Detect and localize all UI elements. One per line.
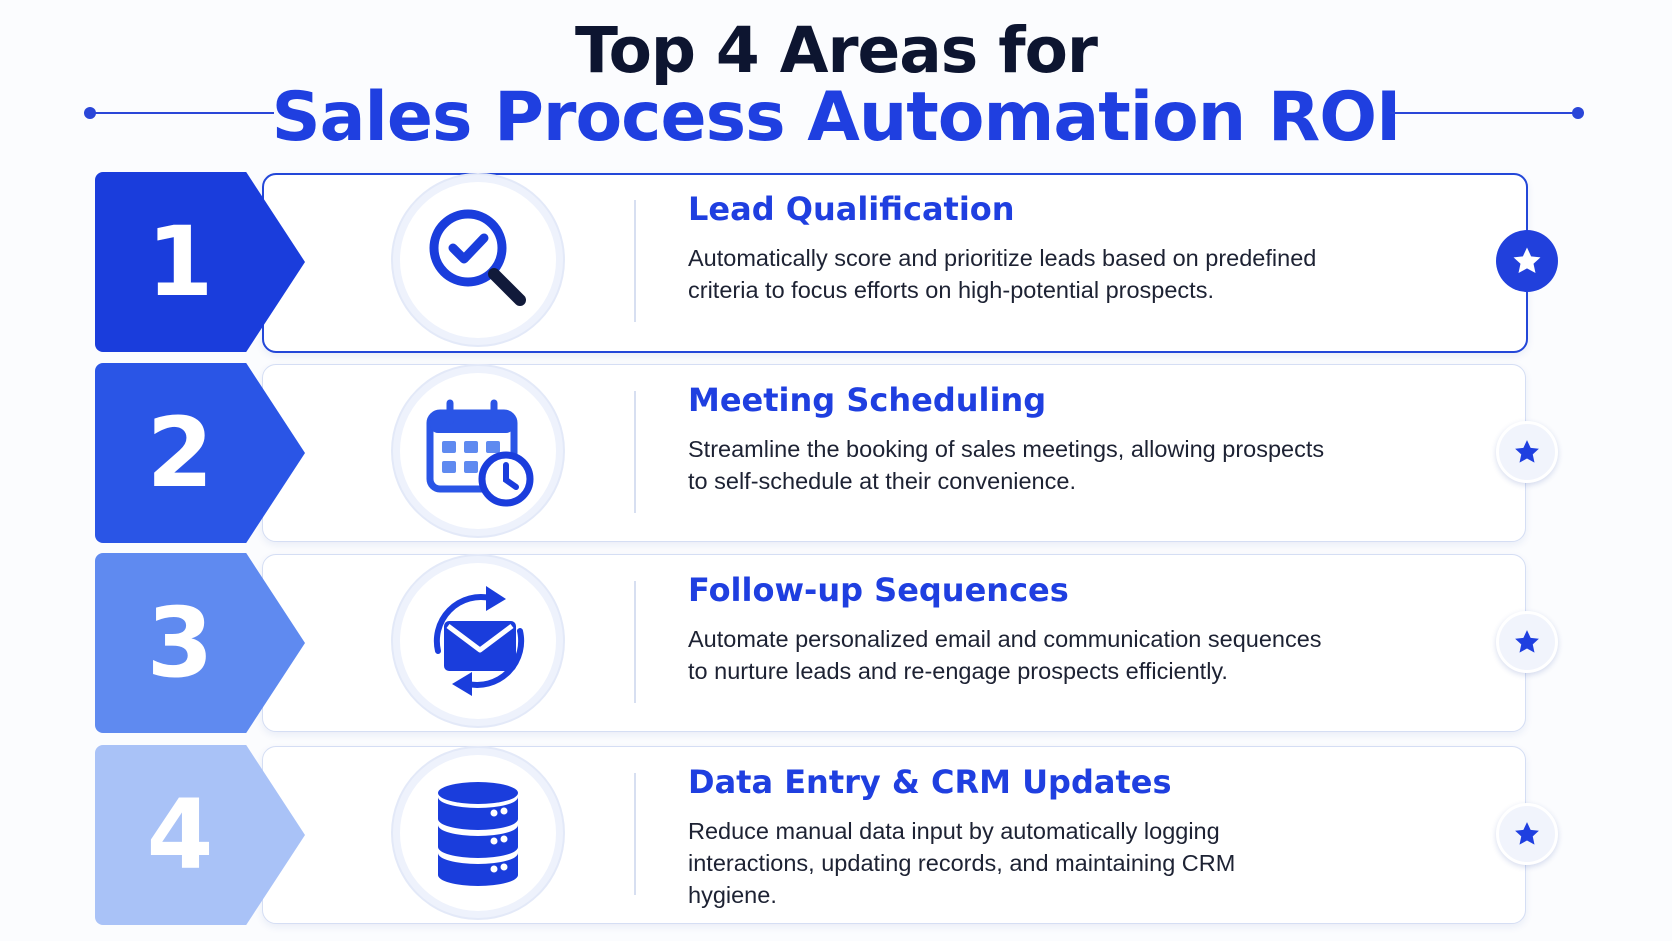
- item-title: Meeting Scheduling: [688, 381, 1047, 419]
- item-number: 2: [146, 397, 214, 509]
- magnifier-check-icon: [393, 175, 563, 345]
- list-item-follow-up-sequences: 3 Follow-up Sequences Automate personali…: [0, 553, 1672, 733]
- title-rule-right-dot: [1572, 107, 1584, 119]
- list-item-data-entry-crm: 4 Data Entry & CRM Updates Reduce manual…: [0, 745, 1672, 925]
- divider: [634, 773, 636, 895]
- item-description: Streamline the booking of sales meetings…: [688, 436, 1325, 494]
- item-number: 1: [146, 206, 214, 318]
- item-description: Automate personalized email and communic…: [688, 626, 1322, 684]
- item-number: 4: [146, 779, 214, 891]
- title-rule-left-dot: [84, 107, 96, 119]
- title-rule-right: [1390, 112, 1574, 114]
- title-rule-left: [90, 112, 274, 114]
- item-description: Automatically score and prioritize leads…: [688, 245, 1317, 303]
- list-item-lead-qualification: 1 Lead Qualification Automatically score…: [0, 172, 1672, 353]
- email-cycle-icon: [393, 556, 563, 726]
- item-title: Follow-up Sequences: [688, 571, 1069, 609]
- database-icon: [393, 748, 563, 918]
- list-item-meeting-scheduling: 2 Meeting Scheduling Streamline the book…: [0, 363, 1672, 543]
- item-title: Data Entry & CRM Updates: [688, 763, 1172, 801]
- calendar-clock-icon: [393, 366, 563, 536]
- item-title: Lead Qualification: [688, 190, 1015, 228]
- star-icon: [1496, 803, 1558, 865]
- page-title-line2: Sales Process Automation ROI: [271, 78, 1402, 157]
- star-icon: [1496, 611, 1558, 673]
- divider: [634, 391, 636, 513]
- item-description: Reduce manual data input by automaticall…: [688, 818, 1236, 908]
- divider: [634, 581, 636, 703]
- header: Top 4 Areas for Sales Process Automation…: [0, 0, 1672, 160]
- star-icon: [1496, 230, 1558, 292]
- page-title-line1: Top 4 Areas for: [575, 14, 1098, 87]
- divider: [634, 200, 636, 322]
- star-icon: [1496, 421, 1558, 483]
- item-number: 3: [146, 587, 214, 699]
